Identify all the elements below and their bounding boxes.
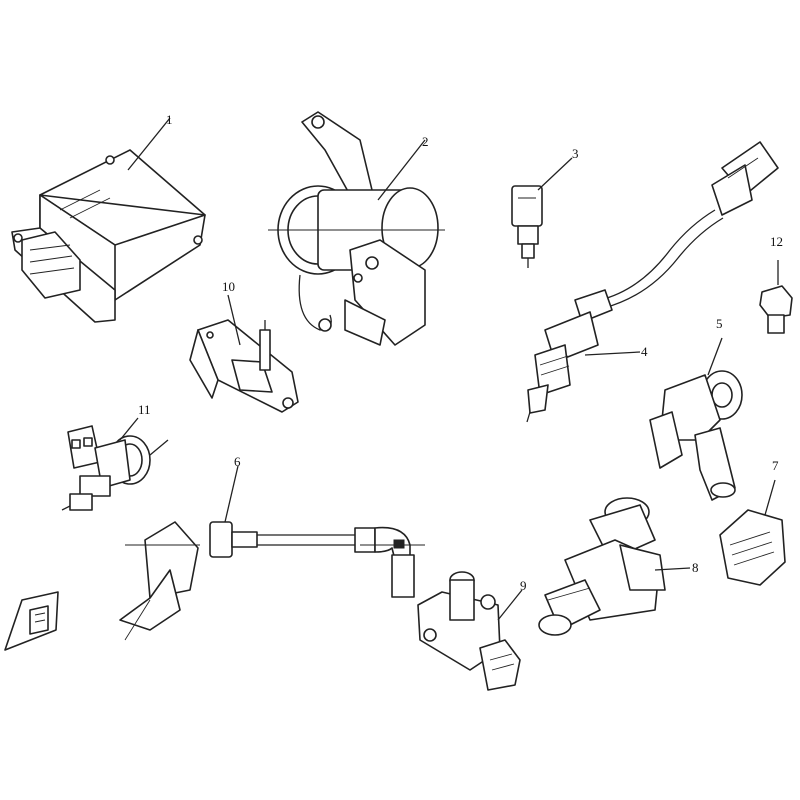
callout-8: 8 — [692, 560, 699, 575]
part-12-bolt — [759, 260, 793, 334]
callout-11: 11 — [138, 402, 151, 417]
part-3-temp-sensor — [511, 157, 573, 268]
callout-2: 2 — [422, 134, 429, 149]
callout-4: 4 — [641, 344, 648, 359]
part-2-throttle-body — [268, 111, 445, 346]
part-1-ecu — [11, 117, 206, 323]
orientation-arrow-icon — [4, 591, 59, 651]
callout-7: 7 — [772, 458, 779, 473]
callout-10: 10 — [222, 279, 235, 294]
part-10-map-sensor — [189, 294, 299, 413]
part-5-idle-valve — [649, 337, 743, 501]
callout-3: 3 — [572, 146, 579, 161]
part-8-fuel-injector — [538, 497, 691, 636]
part-6-ignition-lead — [119, 465, 425, 641]
part-4-oxygen-sensor — [526, 141, 779, 423]
callout-9: 9 — [520, 578, 527, 593]
callout-5: 5 — [716, 316, 723, 331]
part-9-position-sensor — [417, 571, 523, 691]
callout-1: 1 — [166, 112, 173, 127]
part-11-pressure-regulator — [61, 417, 169, 511]
callout-12: 12 — [770, 234, 783, 249]
callout-6: 6 — [234, 454, 241, 469]
part-7-connector — [719, 479, 786, 586]
